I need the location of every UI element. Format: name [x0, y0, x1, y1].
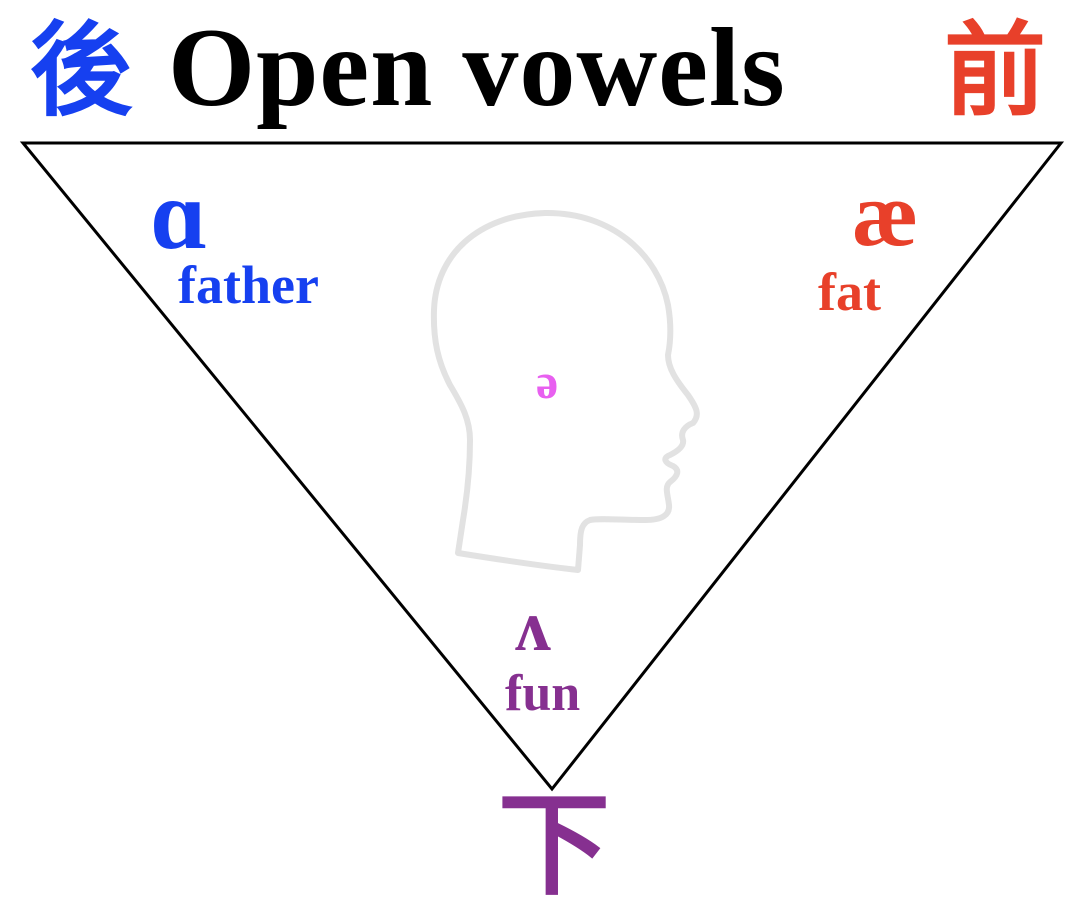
front-vowel-example: fat	[818, 262, 881, 322]
back-vowel-example: father	[178, 255, 319, 315]
low-vowel-example: fun	[505, 665, 581, 722]
diagram-title: Open vowels	[168, 6, 786, 130]
low-vowel-symbol: ʌ	[515, 586, 551, 666]
front-vowel-symbol: æ	[852, 163, 919, 265]
head-profile-icon	[430, 209, 700, 573]
vowel-triangle	[19, 141, 1065, 792]
back-vowel-symbol: ɑ	[150, 159, 208, 270]
central-vowel-symbol: ə	[536, 353, 559, 409]
low-label: 下	[498, 780, 610, 911]
back-label: 後	[30, 11, 132, 131]
front-label: 前	[944, 11, 1046, 131]
